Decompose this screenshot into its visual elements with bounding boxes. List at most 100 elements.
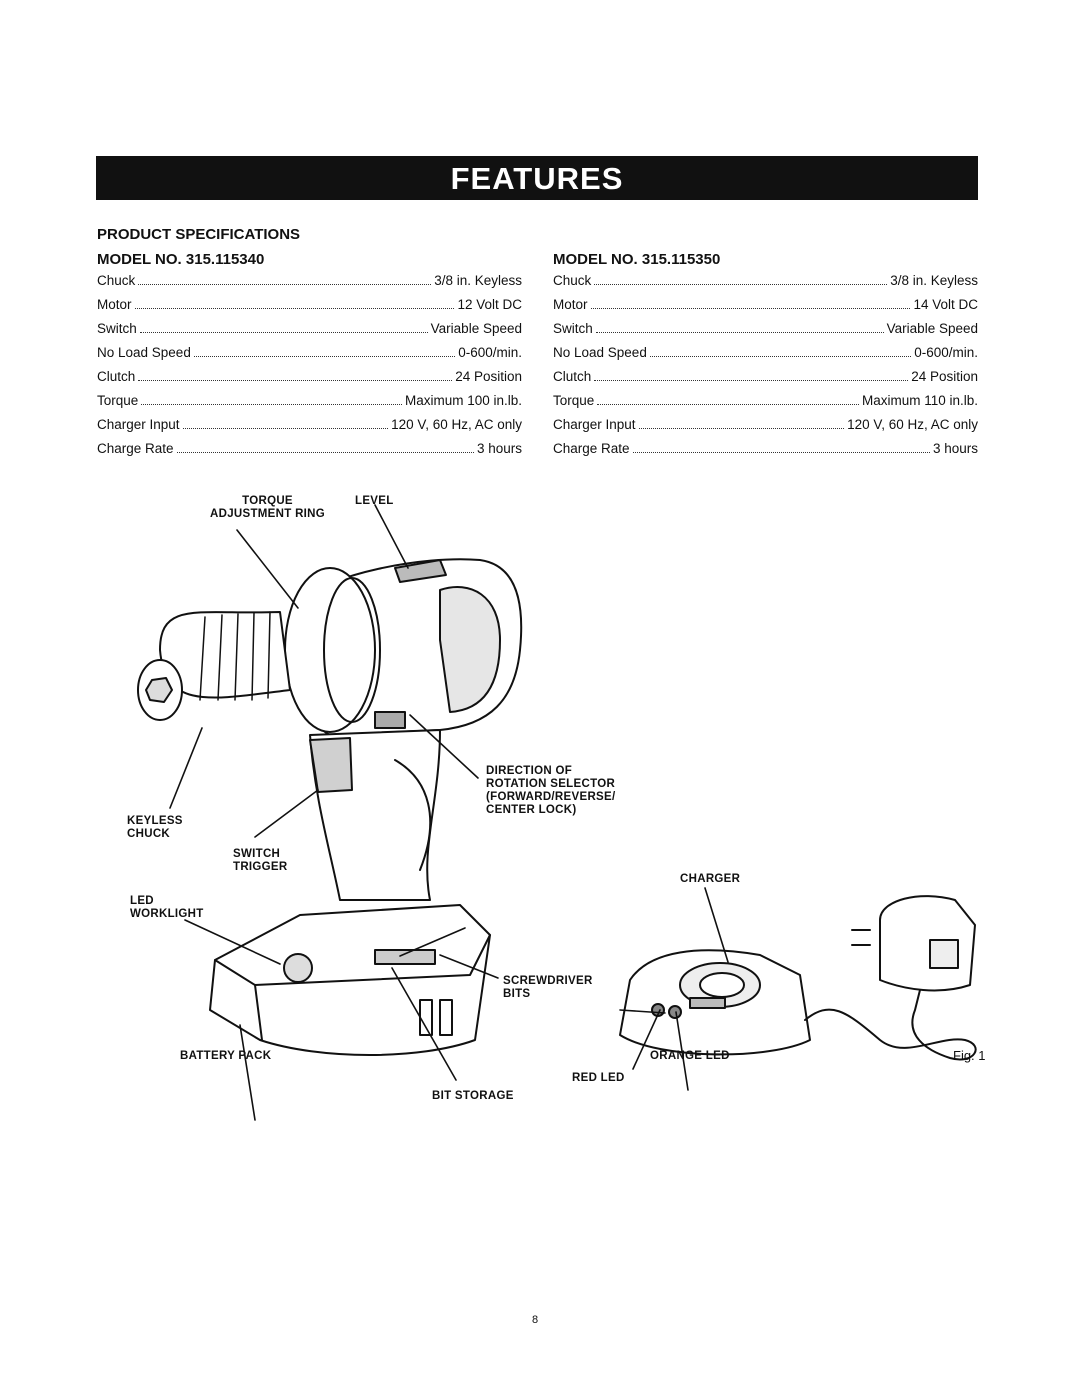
leader-dots	[597, 404, 859, 405]
label-orange-led: ORANGE LED	[650, 1050, 730, 1062]
label-bit-storage: BIT STORAGE	[432, 1090, 514, 1102]
torque-adjustment-ring	[284, 567, 376, 733]
spec-label: Switch	[97, 321, 137, 336]
switch-trigger	[309, 737, 353, 793]
spec-label: Torque	[97, 393, 139, 408]
label-led-worklight: LED WORKLIGHT	[130, 895, 204, 921]
label-torque-ring: TORQUE ADJUSTMENT RING	[210, 495, 325, 521]
spec-row: No Load Speed 0-600/min.	[97, 345, 522, 369]
spec-row: Chuck 3/8 in. Keyless	[553, 273, 978, 297]
spec-label: Clutch	[553, 369, 592, 384]
led-worklight-lens	[283, 953, 313, 983]
spec-value: Maximum 110 in.lb.	[861, 393, 978, 408]
label-charger: CHARGER	[680, 873, 741, 885]
leader-dots	[649, 356, 912, 357]
charger-drawing	[619, 895, 977, 1061]
label-level: LEVEL	[355, 495, 394, 507]
label-line: (FORWARD/REVERSE/	[486, 791, 616, 803]
spec-label: No Load Speed	[553, 345, 647, 360]
spec-label: Charger Input	[97, 417, 180, 432]
label-line: LED	[130, 895, 154, 907]
spec-row: Charger Input 120 V, 60 Hz, AC only	[97, 417, 522, 441]
spec-value: 3/8 in. Keyless	[434, 273, 522, 288]
spec-row: Chuck 3/8 in. Keyless	[97, 273, 522, 297]
spec-value: Variable Speed	[430, 321, 522, 336]
leader-dots	[182, 428, 389, 429]
spec-label: Chuck	[97, 273, 136, 288]
spec-label: Switch	[553, 321, 593, 336]
spec-row: Charge Rate 3 hours	[553, 441, 978, 465]
leader-dots	[594, 284, 888, 285]
level-bubble	[394, 559, 447, 583]
spec-row: Charger Input 120 V, 60 Hz, AC only	[553, 417, 978, 441]
spec-label: Chuck	[553, 273, 592, 288]
spec-label: No Load Speed	[97, 345, 191, 360]
label-line: WORKLIGHT	[130, 908, 204, 920]
leader-dots	[134, 308, 455, 309]
leader-dots	[632, 452, 930, 453]
spec-row: No Load Speed 0-600/min.	[553, 345, 978, 369]
section-title: PRODUCT SPECIFICATIONS	[97, 226, 301, 243]
label-line: CHUCK	[127, 828, 171, 840]
leader-dots	[176, 452, 474, 453]
spec-value: 0-600/min.	[458, 345, 522, 360]
leader-dots	[638, 428, 845, 429]
label-screwdriver-bits: SCREWDRIVER BITS	[503, 975, 593, 1001]
label-line: SWITCH	[233, 848, 281, 860]
leader-dots	[141, 404, 402, 405]
leader-dots	[138, 380, 453, 381]
leader-dots	[193, 356, 456, 357]
orange-led-dot	[668, 1005, 682, 1019]
spec-row: Switch Variable Speed	[97, 321, 522, 345]
spec-label: Charger Input	[553, 417, 636, 432]
model-heading-2: MODEL NO. 315.115350	[553, 251, 721, 268]
leader-dots	[594, 380, 909, 381]
label-line: DIRECTION OF	[486, 765, 573, 777]
spec-value: Maximum 100 in.lb.	[404, 393, 522, 408]
features-banner: FEATURES	[96, 156, 978, 200]
spec-row: Clutch 24 Position	[553, 369, 978, 393]
label-line: KEYLESS	[127, 815, 183, 827]
spec-value: 0-600/min.	[914, 345, 978, 360]
label-keyless-chuck: KEYLESS CHUCK	[127, 815, 183, 841]
spec-value: 3 hours	[476, 441, 522, 456]
spec-label: Charge Rate	[97, 441, 174, 456]
spec-label: Charge Rate	[553, 441, 630, 456]
label-line: TORQUE	[242, 495, 293, 507]
banner-title: FEATURES	[450, 161, 624, 196]
label-direction-selector: DIRECTION OF ROTATION SELECTOR (FORWARD/…	[486, 765, 615, 817]
spec-value: 120 V, 60 Hz, AC only	[391, 417, 522, 432]
label-battery-pack: BATTERY PACK	[180, 1050, 272, 1062]
spec-label: Torque	[553, 393, 595, 408]
model-heading-1: MODEL NO. 315.115340	[97, 251, 265, 268]
spec-value: 24 Position	[911, 369, 978, 384]
bit-storage-slot	[374, 949, 436, 965]
housing-side-window	[439, 586, 501, 713]
spec-row: Charge Rate 3 hours	[97, 441, 522, 465]
label-switch-trigger: SWITCH TRIGGER	[233, 848, 288, 874]
spec-value: 24 Position	[455, 369, 522, 384]
label-line: BITS	[503, 988, 531, 1000]
spec-row: Torque Maximum 110 in.lb.	[553, 393, 978, 417]
spec-value: 3/8 in. Keyless	[890, 273, 978, 288]
spec-value: 120 V, 60 Hz, AC only	[847, 417, 978, 432]
spec-value: 3 hours	[932, 441, 978, 456]
page-number: 8	[532, 1314, 539, 1326]
wall-adapter	[879, 895, 976, 992]
spec-value: 12 Volt DC	[457, 297, 522, 312]
spec-value: 14 Volt DC	[913, 297, 978, 312]
figure-caption: Fig. 1	[953, 1048, 986, 1063]
drill-drawing	[137, 558, 523, 1056]
leader-dots	[590, 308, 911, 309]
charger-cord	[804, 989, 977, 1061]
spec-row: Torque Maximum 100 in.lb.	[97, 393, 522, 417]
label-line: CENTER LOCK)	[486, 804, 577, 816]
leader-dots	[138, 284, 432, 285]
callout-leaders	[169, 504, 729, 1121]
label-line: ADJUSTMENT RING	[210, 508, 326, 520]
